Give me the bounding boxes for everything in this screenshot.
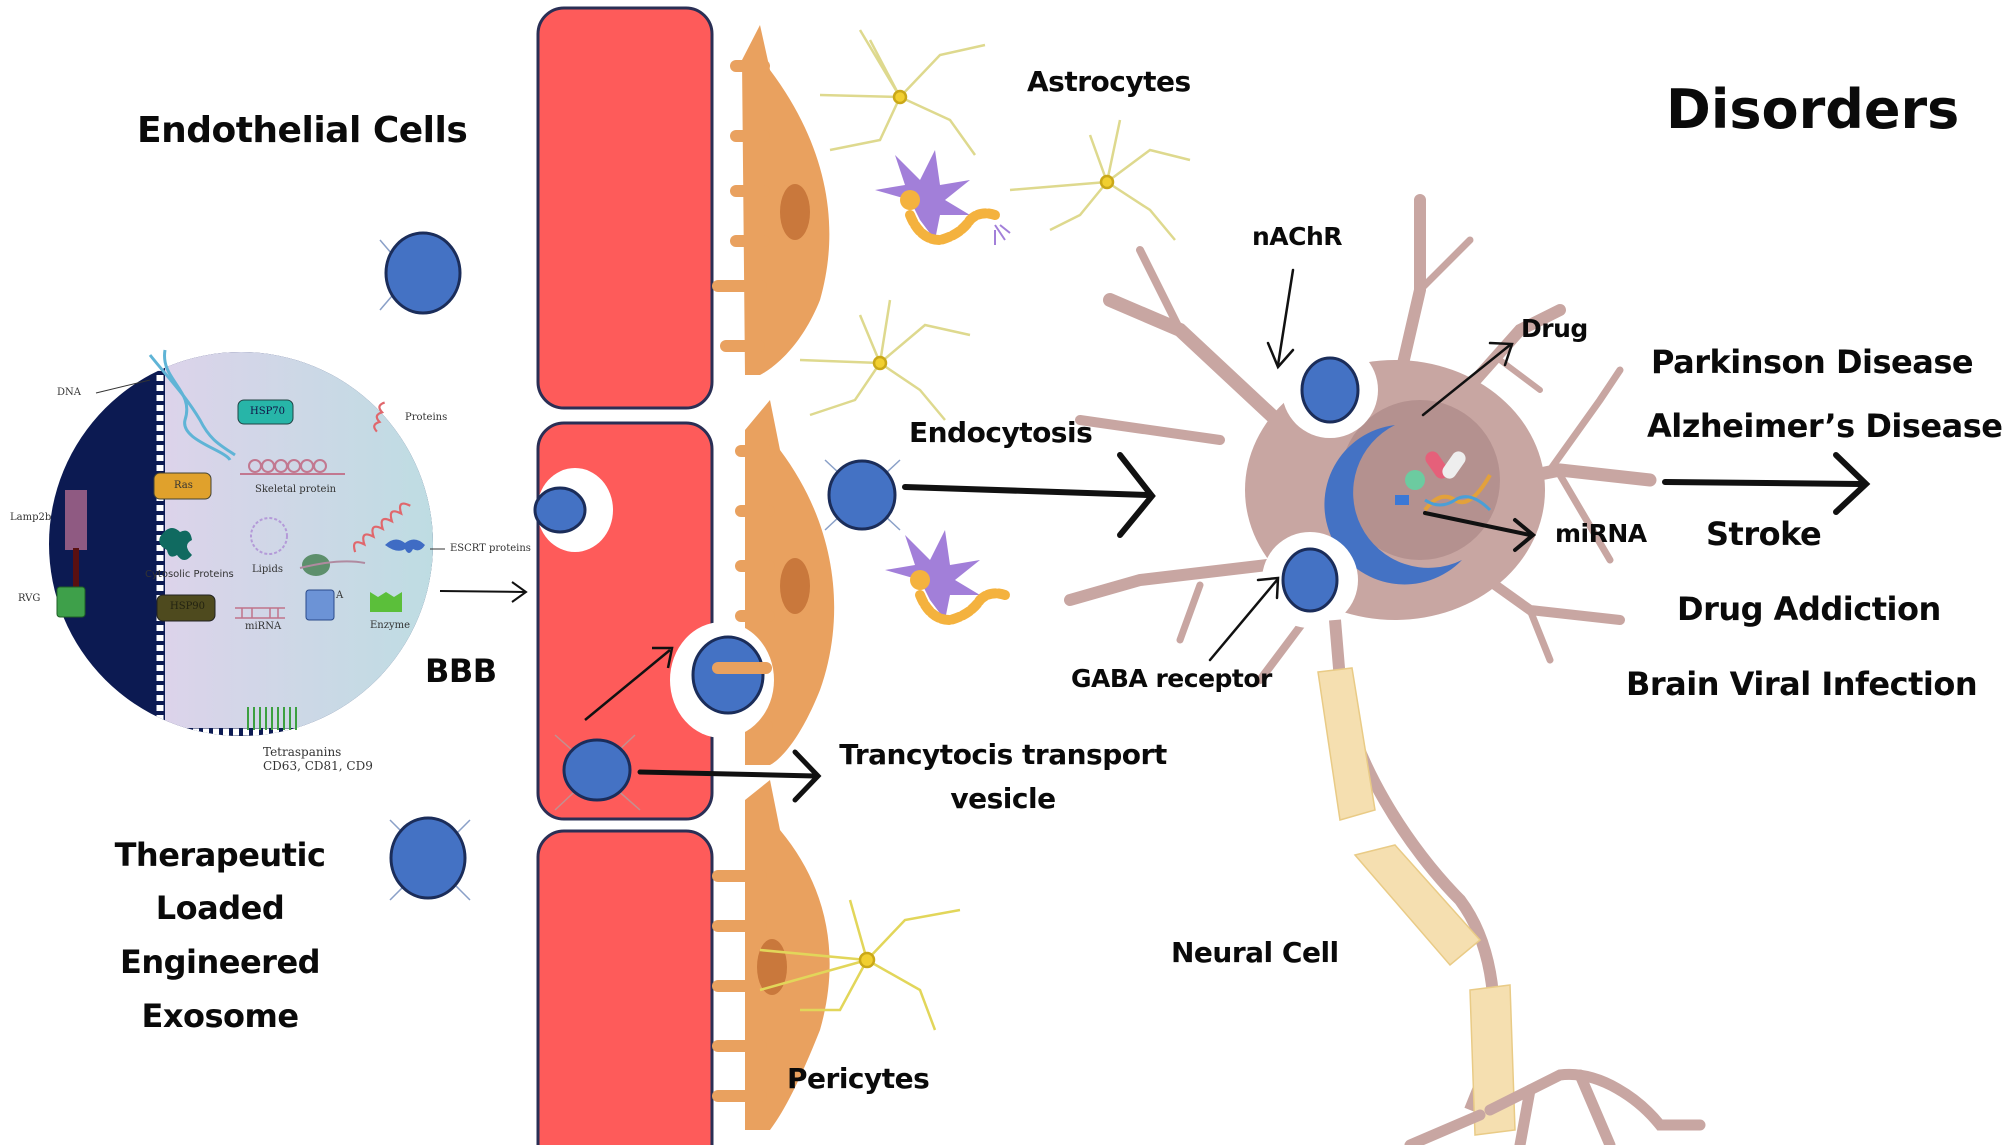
arrow-transcytosis-up: [584, 646, 674, 721]
mrna-box: [305, 589, 335, 621]
enzyme-label: Enzyme: [370, 620, 411, 631]
dna-icon: [148, 349, 236, 461]
hsp90-label: HSP90: [170, 601, 206, 612]
nucleus-cargo-icon: [1395, 451, 1492, 512]
protein-coil-icon: [352, 401, 411, 553]
arrow-to-disorders: [1662, 452, 1871, 515]
transcytosis-label-line-2: vesicle: [950, 782, 1056, 815]
hsp70-label: HSP70: [250, 406, 286, 417]
microglia-2: [885, 530, 1010, 626]
astrocyte-cells: [759, 29, 1191, 1031]
nachr-vesicle: [1282, 342, 1378, 438]
hsp90-box: [156, 594, 216, 622]
nachr-label: nAChR: [1252, 222, 1343, 251]
enzyme-icon: [370, 592, 402, 612]
endothelial-cell-column: [536, 6, 714, 1145]
vesicle-exiting-bbb: [670, 622, 774, 738]
drug-label: Drug: [1521, 314, 1588, 343]
disorder-item: Parkinson Disease: [1651, 343, 1974, 381]
myelin-sheaths: [1317, 667, 1516, 1136]
arrow-gaba: [1208, 576, 1280, 662]
engineered-exosome-illustration: [49, 349, 445, 736]
proteins-label: Proteins: [405, 412, 448, 423]
disorder-item: Drug Addiction: [1677, 590, 1941, 628]
vesicle-entering-bbb: [533, 468, 613, 552]
pericyte-top: [712, 25, 830, 375]
tetraspanin-icon: [247, 707, 297, 730]
gaba-receptor-label: GABA receptor: [1071, 664, 1272, 693]
endothelial-cell-top: [536, 6, 714, 410]
endothelial-cells-label: Endothelial Cells: [137, 110, 468, 151]
rvg-label: RVG: [18, 593, 41, 604]
astrocyte-1: [819, 29, 986, 156]
mirna-component-label: miRNA: [245, 621, 282, 632]
disorder-item: Stroke: [1706, 515, 1822, 553]
disorder-item: Brain Viral Infection: [1626, 665, 1978, 703]
disorder-item: Alzheimer’s Disease: [1647, 407, 2003, 445]
arrow-mirna: [1423, 511, 1537, 552]
pericyte-cells: [712, 25, 835, 1130]
pericyte-bottom: [712, 780, 830, 1130]
transcytosis-label-line-1: Trancytocis transport: [839, 738, 1167, 771]
pericytes-label: Pericytes: [787, 1062, 930, 1095]
microglia-1: [875, 150, 1011, 246]
arrow-exosome-to-bbb: [439, 581, 528, 603]
gaba-receptor-vesicle: [1262, 532, 1358, 628]
neural-cell-label: Neural Cell: [1171, 936, 1339, 969]
hsp70-box: [237, 399, 294, 425]
arrow-transcytosis-out: [637, 749, 822, 803]
therapeutic-exosome-line-3: Engineered: [119, 943, 321, 981]
skeletal-protein-icon: [240, 459, 345, 475]
arrow-drug: [1421, 341, 1514, 417]
microglia-cells: [875, 150, 1011, 626]
mirna-label: miRNA: [1555, 519, 1647, 548]
cytosolic-protein-icon: [159, 528, 192, 560]
skeletal-protein-label: Skeletal protein: [255, 484, 337, 495]
astrocyte-3: [799, 299, 971, 421]
vesicle-endocytosis: [824, 459, 901, 531]
axon-terminals: [1404, 1068, 1706, 1145]
arrow-endocytosis: [902, 452, 1156, 538]
tetraspanins-label-line-1: Tetraspanins: [263, 745, 342, 759]
therapeutic-exosome-line-4: Exosome: [141, 997, 299, 1035]
ras-label: Ras: [174, 480, 193, 491]
vesicle-transcytosis: [554, 734, 641, 811]
lipid-icon: [250, 517, 288, 555]
lamp2b-label: Lamp2b: [10, 512, 52, 523]
endothelial-cell-bottom: [536, 829, 714, 1145]
tetraspanins-label-line-2: CD63, CD81, CD9: [263, 759, 373, 773]
dna-label: DNA: [57, 387, 81, 398]
arrow-nachr: [1266, 268, 1295, 370]
nucleus-crescent: [1324, 425, 1462, 585]
exosome-lumen: [165, 352, 433, 728]
endocytosis-label: Endocytosis: [909, 416, 1093, 449]
mirna-ladder-icon: [235, 607, 285, 619]
escrt-protein-icon: [385, 539, 425, 553]
therapeutic-exosome-line-1: Therapeutic: [114, 836, 326, 874]
vesicle-endothelial-label: [379, 231, 462, 315]
lipids-label: Lipids: [252, 564, 283, 575]
bbb-label: BBB: [425, 652, 497, 690]
therapeutic-exosome-line-2: Loaded: [155, 889, 285, 927]
astrocytes-label: Astrocytes: [1027, 65, 1191, 98]
rvg-box: [56, 586, 86, 618]
astrocyte-2: [1009, 119, 1191, 241]
axon: [1329, 619, 1500, 1113]
neuron-illustration: [1064, 194, 1706, 1145]
ras-box: [153, 472, 212, 500]
vesicle-therapeutic: [389, 816, 471, 901]
cytosolic-proteins-label: Cytosolic Proteins: [145, 569, 234, 580]
astrocyte-4: [759, 899, 961, 1031]
exosome-vesicles: [379, 231, 901, 901]
disorders-title: Disorders: [1666, 78, 1960, 141]
escrt-proteins-label: ESCRT proteins: [450, 543, 531, 554]
lamp2b-icon: [65, 490, 87, 550]
mrna-label: A: [336, 590, 344, 601]
